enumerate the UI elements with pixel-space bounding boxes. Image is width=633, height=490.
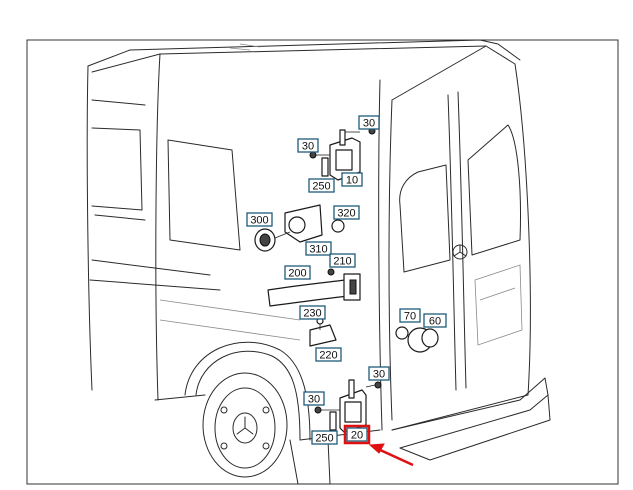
callout-300: 300 (246, 212, 273, 227)
svg-text:30: 30 (302, 141, 314, 153)
callout-10: 10 (341, 172, 363, 187)
door-check-part (254, 204, 345, 252)
svg-text:250: 250 (315, 433, 333, 445)
callout-30-lower-left: 30 (303, 391, 325, 406)
svg-text:70: 70 (404, 311, 416, 323)
svg-text:220: 220 (319, 350, 337, 362)
rear-light-part (395, 326, 439, 353)
door-catch-part (309, 317, 337, 347)
callout-250-lower: 250 (311, 430, 338, 445)
svg-text:30: 30 (363, 118, 375, 130)
red-arrow-icon (377, 447, 414, 467)
door-strap-part (267, 268, 361, 307)
callout-70: 70 (399, 308, 421, 323)
callout-210: 210 (329, 253, 356, 268)
svg-text:210: 210 (333, 256, 351, 268)
callout-320: 320 (333, 205, 360, 220)
callout-230: 230 (299, 305, 326, 320)
svg-text:60: 60 (429, 316, 441, 328)
highlight-marker (343, 424, 414, 467)
svg-text:20: 20 (351, 430, 363, 442)
callout-30-upper-left: 30 (297, 138, 319, 153)
callouts: 30 30 10 250 300 320 310 210 (246, 115, 447, 445)
callout-310: 310 (305, 241, 332, 256)
callout-30-upper-right: 30 (358, 115, 380, 130)
svg-text:200: 200 (288, 268, 306, 280)
callout-30-lower-right: 30 (368, 366, 390, 381)
callout-200: 200 (284, 265, 311, 280)
svg-text:10: 10 (346, 175, 358, 187)
callout-250-upper: 250 (308, 178, 335, 193)
callout-60: 60 (423, 313, 447, 328)
svg-text:230: 230 (303, 308, 321, 320)
svg-text:30: 30 (308, 394, 320, 406)
svg-text:320: 320 (337, 208, 355, 220)
callout-20: 20 (346, 427, 368, 442)
svg-text:310: 310 (309, 244, 327, 256)
upper-hinge-part (309, 127, 376, 181)
svg-text:250: 250 (312, 181, 330, 193)
callout-220: 220 (315, 347, 342, 362)
lower-hinge-part (314, 379, 382, 433)
svg-text:30: 30 (373, 369, 385, 381)
van-outline (86, 39, 551, 485)
svg-text:300: 300 (250, 215, 268, 227)
